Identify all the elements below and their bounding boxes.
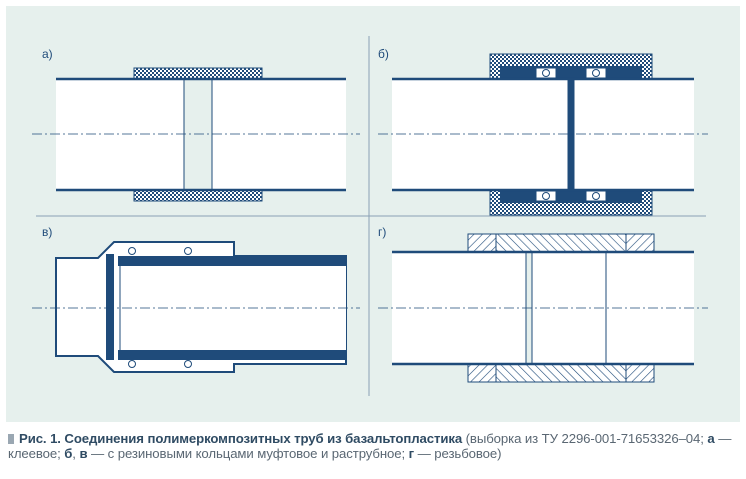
pipe-right: [574, 79, 694, 190]
caption-text: ,: [72, 446, 80, 461]
panel-v-label: в): [42, 225, 52, 239]
seal-ring: [128, 360, 136, 368]
joints-diagram: а) б) в): [6, 6, 740, 422]
seal-ring: [184, 247, 192, 255]
pipe-left: [56, 79, 184, 190]
caption-text: (выборка из ТУ 2296-001-71653326–04;: [462, 431, 708, 446]
seal-ring: [184, 360, 192, 368]
panel-g: г): [378, 225, 708, 383]
caption-text: — резьбовое): [414, 446, 502, 461]
panel-a: а): [32, 47, 360, 202]
pipe-right: [212, 79, 346, 190]
panel-b-label: б): [378, 47, 389, 61]
panel-b: б): [378, 47, 708, 216]
figure-caption: Рис. 1. Соединения полимеркомпозитных тр…: [8, 431, 738, 461]
panel-v: в): [32, 225, 360, 373]
caption-text: — с резиновыми кольцами муфтовое и растр…: [87, 446, 409, 461]
caption-label-a: а: [707, 431, 715, 446]
seal-ring: [128, 247, 136, 255]
coupling-top: [133, 67, 263, 80]
coupling-bottom: [133, 189, 263, 202]
caption-title: Рис. 1. Соединения полимеркомпозитных тр…: [19, 431, 463, 446]
caption-marker: [8, 434, 14, 444]
caption-label-b: б: [64, 446, 73, 461]
panel-g-label: г): [378, 225, 386, 239]
caption-text: — клеевое;: [8, 431, 732, 461]
caption-label-v: в: [79, 446, 88, 461]
pipe-left: [392, 79, 568, 190]
panel-a-label: а): [42, 47, 53, 61]
caption-label-g: г: [408, 446, 415, 461]
